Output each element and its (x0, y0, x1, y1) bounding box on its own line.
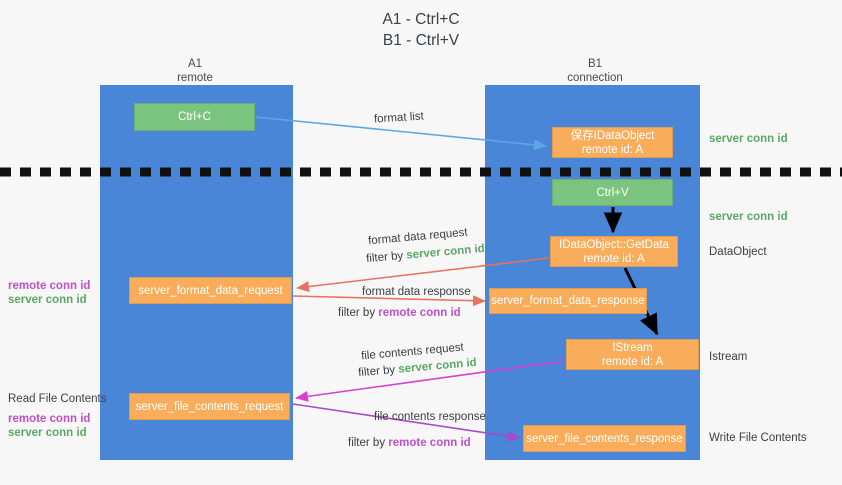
left-label-read-file-contents: Read File Contents (8, 393, 107, 405)
node-ctrl-c[interactable]: Ctrl+C (134, 103, 255, 131)
column-header-a1: A1 remote (130, 57, 260, 85)
left-label-remote-conn-id-1: remote conn id (8, 280, 91, 292)
node-server-format-data-request-label: server_format_data_request (138, 284, 283, 297)
right-label-server-conn-id-2: server conn id (709, 211, 788, 223)
filter-prefix: filter by (338, 307, 379, 319)
node-save-idataobject-line1: 保存IDataObject (570, 129, 655, 142)
node-server-file-contents-response-label: server_file_contents_response (526, 432, 683, 445)
node-server-format-data-response[interactable]: server_format_data_response (489, 288, 647, 314)
page-title: A1 - Ctrl+C B1 - Ctrl+V (0, 9, 842, 51)
right-label-istream: Istream (709, 351, 748, 363)
arrow-format-data-request (296, 257, 550, 292)
right-label-dataobject: DataObject (709, 246, 767, 258)
column-header-b1-sub: connection (567, 72, 623, 84)
left-label-conn-id-pair-1: remote conn id server conn id (8, 279, 90, 307)
node-server-format-data-response-label: server_format_data_response (491, 295, 645, 307)
edge-label-file-contents-response-filter: filter by remote conn id (348, 435, 471, 451)
edge-label-format-data-response: format data response (362, 284, 471, 300)
node-idataobject-getdata-line1: IDataObject::GetData (559, 238, 669, 251)
node-server-format-data-request[interactable]: server_format_data_request (129, 277, 292, 304)
arrow-format-data-response (292, 295, 486, 307)
left-label-server-conn-id-2: server conn id (8, 427, 87, 439)
left-label-server-conn-id-1: server conn id (8, 294, 87, 306)
edge-label-format-list-text: format list (373, 110, 425, 126)
node-idataobject-getdata[interactable]: IDataObject::GetData remote id: A (550, 236, 678, 267)
arrow-file-contents-response (292, 403, 521, 442)
column-header-a1-sub: remote (177, 72, 213, 84)
edge-label-format-data-response-text: format data response (362, 286, 471, 298)
arrow-format-list (255, 116, 547, 151)
node-save-idataobject[interactable]: 保存IDataObject remote id: A (552, 127, 673, 158)
node-ctrl-v-label: Ctrl+V (596, 186, 629, 199)
edge-label-file-contents-response-text: file contents response (374, 411, 486, 423)
column-header-b1: B1 connection (530, 57, 660, 85)
right-label-write-file-contents: Write File Contents (709, 432, 807, 444)
right-label-server-conn-id-1: server conn id (709, 133, 788, 145)
arrow-file-contents-request (295, 360, 565, 402)
column-header-a1-name: A1 (187, 58, 203, 70)
title-line-2: B1 - Ctrl+V (382, 32, 460, 49)
filter-value-remote-conn-id: remote conn id (378, 307, 461, 319)
filter-value-remote-conn-id: remote conn id (388, 437, 471, 449)
node-server-file-contents-response[interactable]: server_file_contents_response (523, 425, 686, 452)
filter-prefix: filter by (348, 437, 389, 449)
edge-label-format-data-response-filter: filter by remote conn id (338, 305, 461, 321)
column-header-b1-name: B1 (587, 58, 603, 70)
filter-prefix: filter by (357, 363, 399, 380)
left-label-remote-conn-id-2: remote conn id (8, 413, 91, 425)
edge-label-file-contents-response: file contents response (374, 409, 486, 425)
node-istream-line1: IStream (612, 341, 653, 354)
node-istream-line2: remote id: A (601, 355, 664, 368)
node-istream[interactable]: IStream remote id: A (566, 339, 699, 370)
left-label-conn-id-pair-2: remote conn id server conn id (8, 412, 90, 440)
node-idataobject-getdata-line2: remote id: A (583, 252, 645, 265)
filter-prefix: filter by (365, 249, 407, 266)
node-save-idataobject-line2: remote id: A (581, 143, 644, 156)
node-server-file-contents-request-label: server_file_contents_request (135, 400, 284, 413)
edge-label-format-list: format list (374, 108, 425, 127)
node-ctrl-c-label: Ctrl+C (178, 111, 211, 123)
node-ctrl-v[interactable]: Ctrl+V (552, 179, 673, 206)
title-line-1: A1 - Ctrl+C (382, 11, 460, 28)
node-server-file-contents-request[interactable]: server_file_contents_request (129, 393, 290, 420)
